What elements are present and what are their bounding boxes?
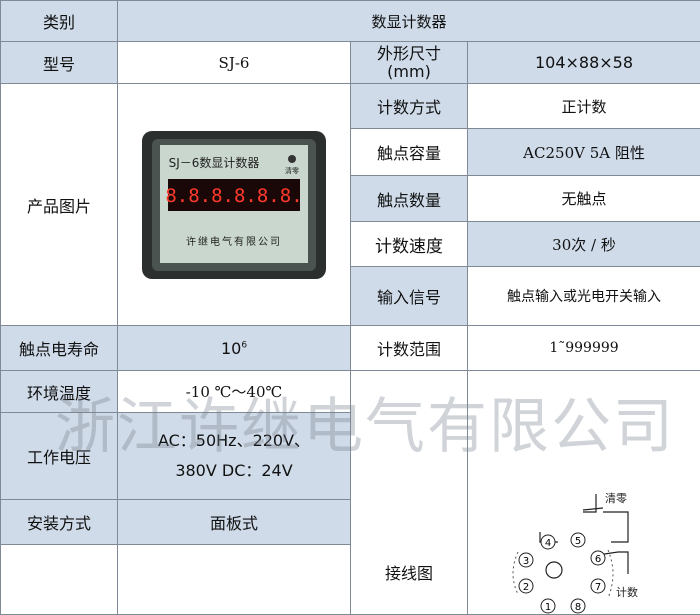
- socket-outline: [512, 549, 614, 599]
- range-label: 计数范围: [350, 325, 468, 371]
- pin-7-label: 7: [595, 582, 601, 593]
- product-photo: SJ－6数显计数器 清零 8.8.8.8.8.8. 许继电气有限公司: [142, 130, 326, 279]
- pin-2-label: 2: [523, 582, 529, 593]
- pin-6-label: 6: [595, 554, 601, 565]
- category-value: 数显计数器: [116, 0, 700, 42]
- pin-1-label: 1: [545, 602, 551, 613]
- wiring-diagram: 清零 计数 4 5 6 3 2 7 1: [512, 492, 638, 614]
- wiring-reset-label: 清零: [605, 492, 627, 505]
- life-value-base: 10: [220, 338, 242, 358]
- wiring-diagram-cell: 清零 计数 4 5 6 3 2 7 1: [466, 370, 700, 615]
- row-life: 触点电寿命 106 计数范围 1˜999999: [0, 325, 700, 371]
- blank-cell-2: [117, 544, 351, 615]
- row-spec-5: 输入信号 触点输入或光电开关输入: [1, 266, 700, 326]
- photo-label: 产品图片: [0, 83, 118, 326]
- pin-8-label: 8: [575, 602, 581, 613]
- spec-value-2: AC250V 5A 阻性: [466, 128, 700, 176]
- spec-value-3: 无触点: [466, 175, 700, 222]
- size-value: 104×88×58: [466, 41, 700, 84]
- reset-switch: [582, 507, 604, 511]
- category-label: 类别: [0, 0, 118, 42]
- pin-6: [590, 550, 606, 566]
- maker-name: 许继电气有限公司: [186, 235, 282, 248]
- pin-4-label: 4: [545, 538, 551, 549]
- temp-value: -10 ℃～40℃: [117, 370, 351, 413]
- pin-5-label: 5: [575, 536, 581, 547]
- row-category: 类别 数显计数器: [0, 0, 700, 42]
- spec-label-3: 触点数量: [350, 175, 468, 222]
- life-value: 106: [117, 325, 351, 371]
- pin-8: [570, 598, 586, 614]
- pin-3-label: 3: [523, 556, 529, 567]
- pin-7: [590, 578, 606, 594]
- led-display: [168, 178, 300, 211]
- reset-button-icon: [288, 154, 296, 163]
- voltage-line2: 380V DC：24V: [175, 461, 293, 480]
- blank-cell-1: [0, 544, 118, 615]
- size-label-line2: (mm): [387, 61, 431, 81]
- row-model: 型号 SJ-6 外形尺寸 (mm) 104×88×58: [0, 41, 700, 84]
- row-temp: 环境温度 -10 ℃～40℃ 接线图 清零 计数 4 5 6 3 2: [0, 370, 700, 615]
- wiring-label: 接线图: [350, 370, 468, 615]
- model-label: 型号: [0, 41, 118, 84]
- mount-label: 安装方式: [0, 499, 118, 545]
- spec-label-2: 触点容量: [350, 128, 468, 176]
- spec-value-5: 触点输入或光电开关输入: [466, 266, 700, 326]
- voltage-line1: AC：50Hz、220V、: [157, 431, 311, 450]
- size-label: 外形尺寸 (mm): [350, 41, 468, 84]
- key-icon: [545, 561, 563, 579]
- pin-3: [518, 552, 534, 568]
- row-voltage: 工作电压 AC：50Hz、220V、 380V DC：24V: [0, 412, 700, 500]
- row-spec-4: 计数速度 30次 / 秒: [1, 221, 700, 267]
- voltage-label: 工作电压: [0, 412, 118, 500]
- spec-label-1: 计数方式: [350, 83, 468, 129]
- device-title: SJ－6数显计数器: [169, 155, 260, 170]
- model-value: SJ-6: [117, 41, 351, 84]
- row-spec-3: 触点数量 无触点: [1, 175, 700, 222]
- reset-wire: [583, 494, 629, 543]
- spec-label-4: 计数速度: [350, 221, 468, 267]
- life-value-exp: 6: [241, 340, 248, 351]
- spec-value-4: 30次 / 秒: [466, 221, 700, 267]
- wiring-count-label: 计数: [616, 586, 638, 599]
- spec-value-1: 正计数: [466, 83, 700, 129]
- product-photo-cell: SJ－6数显计数器 清零 8.8.8.8.8.8. 许继电气有限公司: [117, 83, 351, 326]
- spec-label-5: 输入信号: [350, 266, 468, 326]
- voltage-value: AC：50Hz、220V、 380V DC：24V: [117, 412, 351, 500]
- pin-4: [540, 534, 556, 550]
- row-blank: [0, 544, 700, 615]
- pin-5: [570, 532, 586, 548]
- mount-value: 面板式: [117, 499, 351, 545]
- row-spec-1: 产品图片 SJ－6数显计数器 清零 8.8.8.8.8.8. 许继电气有限公司 …: [0, 83, 700, 326]
- range-value: 1˜999999: [466, 325, 700, 371]
- pin-2: [518, 578, 534, 594]
- pin-1: [540, 598, 556, 614]
- reset-label: 清零: [285, 166, 299, 175]
- life-label: 触点电寿命: [0, 325, 118, 371]
- size-label-line1: 外形尺寸: [376, 43, 441, 63]
- count-wire: [590, 551, 629, 574]
- row-spec-2: 触点容量 AC250V 5A 阻性: [1, 128, 700, 176]
- led-digits: 8.8.8.8.8.8.: [165, 185, 302, 207]
- temp-label: 环境温度: [0, 370, 118, 413]
